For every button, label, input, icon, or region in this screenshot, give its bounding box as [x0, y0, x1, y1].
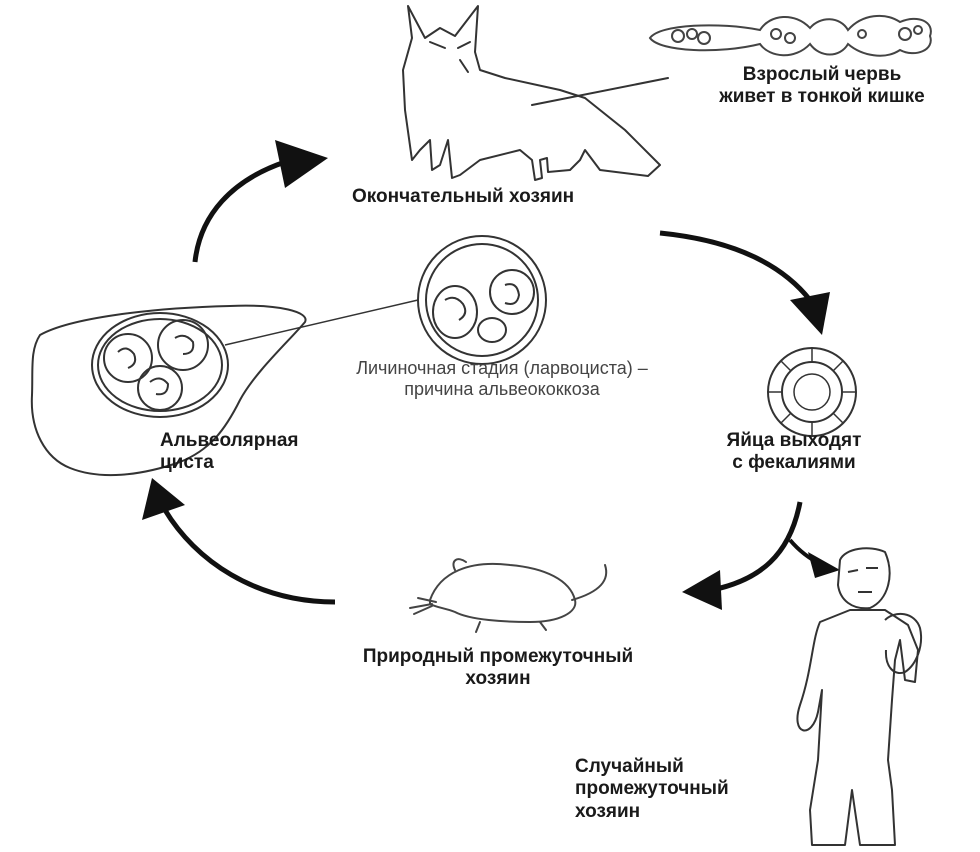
accidental-host-label: Случайный промежуточный хозяин [575, 756, 729, 823]
natural-host-label: Природный промежуточный хозяин [288, 646, 708, 691]
arrow-egg-to-mouse-head [682, 570, 722, 610]
accidental-host-label-line-2: промежуточный [575, 778, 729, 800]
arrow-cyst-to-fox-head [275, 140, 328, 188]
accidental-host-label-line-1: Случайный [575, 756, 684, 777]
larvocyst-drawing [417, 235, 547, 365]
cyst-label-line-2: циста [160, 452, 214, 474]
eggs-label: Яйца выходят с фекалиями [694, 430, 894, 475]
eggs-label-line-2: с фекалиями [732, 452, 856, 474]
accidental-host-label-line-3: хозяин [575, 800, 641, 822]
adult-worm-label: Взрослый червь живет в тонкой кишке [674, 64, 970, 109]
fox-drawing [402, 5, 669, 181]
arrow-mouse-to-cyst-head [142, 478, 185, 520]
mouse-drawing [409, 558, 608, 633]
human-drawing [796, 547, 922, 846]
arrow-egg-to-mouse [711, 501, 803, 593]
egg-drawing [767, 347, 857, 437]
cyst-label: Альвеолярная циста [160, 430, 299, 475]
arrow-cyst-to-fox [192, 159, 286, 263]
natural-host-label-line-1: Природный промежуточный [362, 646, 634, 667]
arrow-mouse-to-cyst [162, 508, 336, 605]
larval-stage-label: Личиночная стадия (ларвоциста) – причина… [282, 358, 722, 400]
arrow-fox-to-egg-head [790, 292, 830, 335]
arrow-egg-to-human-head [808, 552, 840, 578]
eggs-label-line-1: Яйца выходят [726, 430, 862, 451]
liver-drawing [30, 304, 307, 477]
tapeworm-drawing [648, 14, 932, 57]
arrow-fox-to-egg [659, 230, 812, 302]
adult-worm-label-line-1: Взрослый червь [742, 64, 902, 85]
natural-host-label-line-2: хозяин [465, 668, 531, 690]
larval-stage-label-line-2: причина альвеококкоза [404, 379, 600, 400]
adult-worm-label-line-2: живет в тонкой кишке [719, 86, 925, 108]
definitive-host-label: Окончательный хозяин [352, 186, 575, 207]
cyst-connector-line [224, 299, 419, 346]
larval-stage-label-line-1: Личиночная стадия (ларвоциста) – [356, 358, 648, 378]
cyst-label-line-1: Альвеолярная [160, 430, 299, 451]
